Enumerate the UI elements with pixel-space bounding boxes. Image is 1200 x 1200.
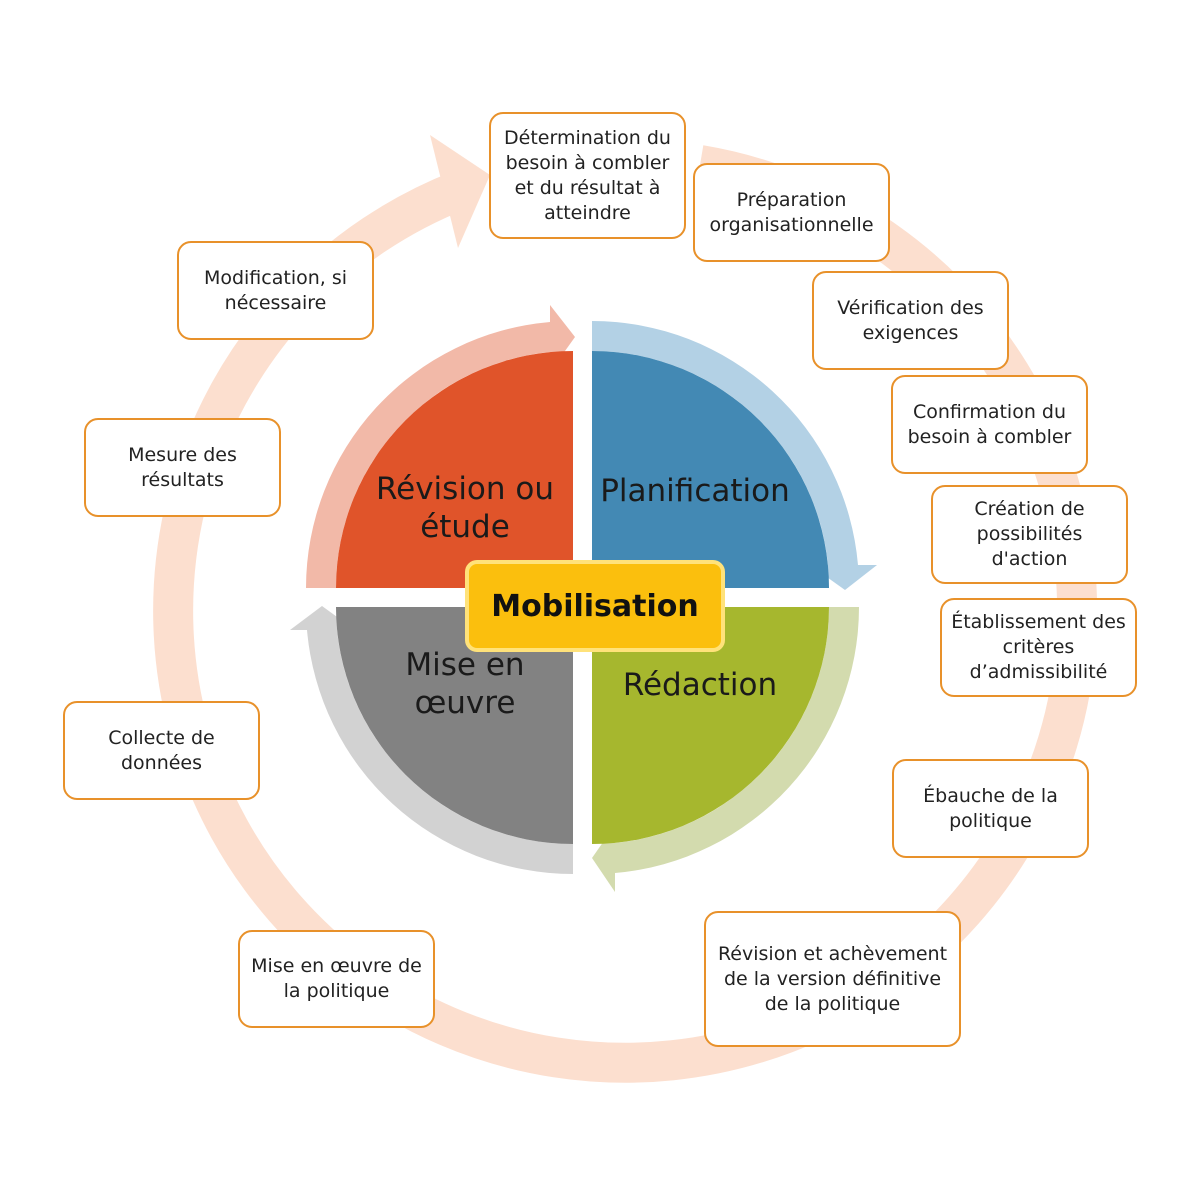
- step-box: Mesure des résultats: [84, 418, 281, 517]
- outer-cycle-arrowhead: [430, 135, 490, 248]
- step-box: Confirmation du besoin à combler: [891, 375, 1088, 474]
- planning-label: Planification: [600, 473, 790, 509]
- drafting-quadrant: [592, 607, 829, 844]
- step-box: Ébauche de la politique: [892, 759, 1089, 858]
- review-arrow-band: [306, 322, 550, 588]
- planning-quadrant: [592, 351, 829, 588]
- step-box: Collecte de données: [63, 701, 260, 800]
- drafting-arrow-band: [615, 607, 859, 873]
- step-box: Mise en œuvre de la politique: [238, 930, 435, 1028]
- implementation-label: Mise en œuvre: [405, 647, 525, 721]
- review-quadrant: [336, 351, 573, 588]
- step-box: Vérification des exigences: [812, 271, 1009, 370]
- step-box: Préparation organisationnelle: [693, 163, 890, 262]
- implementation-quadrant: [336, 607, 573, 844]
- step-box: Création de possibilités d'action: [931, 485, 1128, 584]
- implementation-arrow-band: [307, 630, 573, 874]
- planning-arrow-band: [592, 321, 858, 565]
- step-box: Détermination du besoin à combler et du …: [489, 112, 686, 239]
- drafting-label: Rédaction: [622, 667, 778, 703]
- step-box: Modification, si nécessaire: [177, 241, 374, 340]
- step-box: Établissement des critères d’admissibili…: [940, 598, 1137, 697]
- step-box: Révision et achèvement de la version déf…: [704, 911, 961, 1047]
- mobilisation-center: Mobilisation: [465, 560, 725, 652]
- review-label: Révision ou étude: [375, 471, 555, 545]
